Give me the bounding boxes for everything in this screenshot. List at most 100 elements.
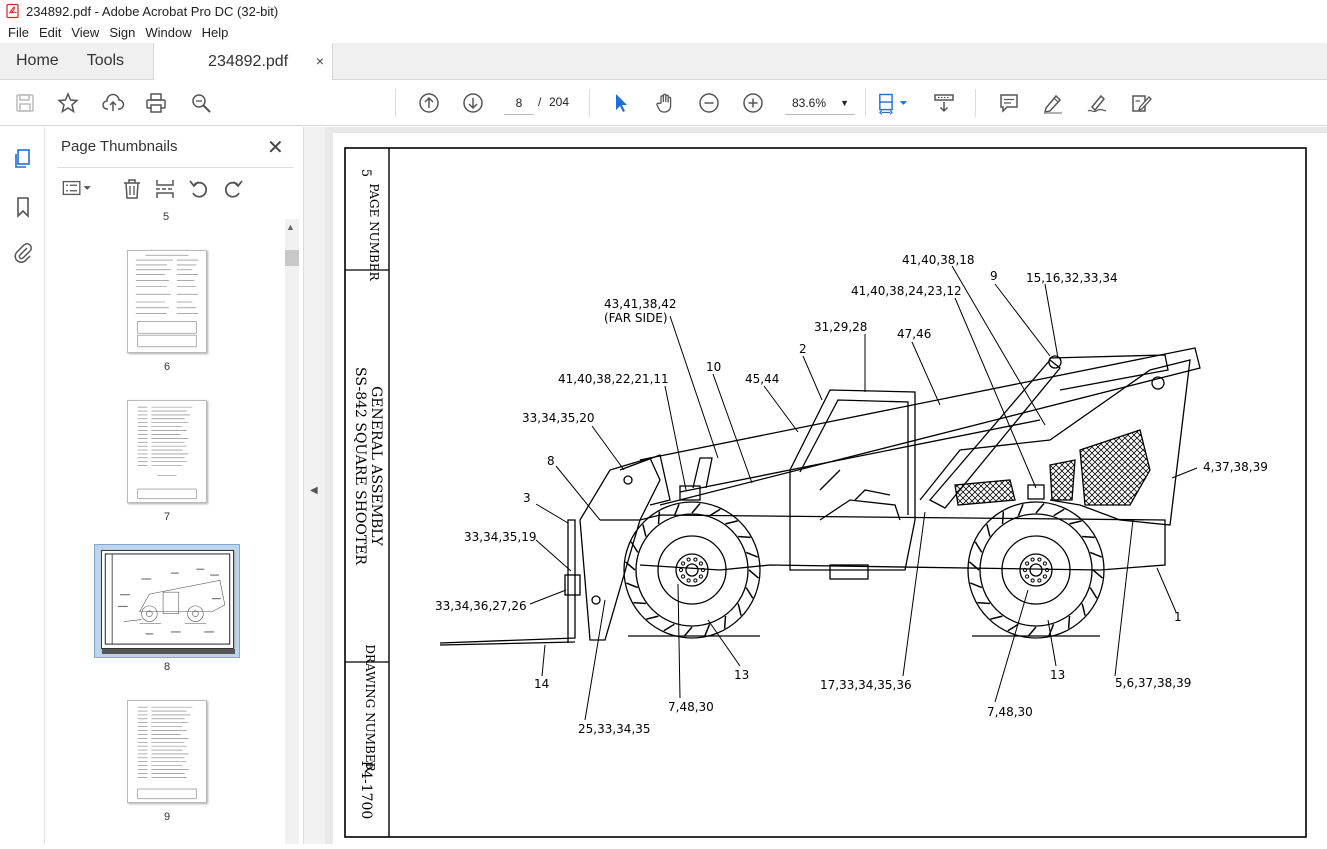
page-number-input[interactable]: 8 bbox=[504, 91, 534, 115]
page-thumbnails-panel: Page Thumbnails ✕ 5 bbox=[45, 127, 303, 844]
wheel-lug-nut bbox=[1022, 567, 1028, 573]
fit-page-icon[interactable] bbox=[876, 91, 912, 115]
tire-lug bbox=[704, 623, 711, 637]
callout-13-front: 13 bbox=[734, 668, 749, 682]
callout-4-37-38-39: 4,37,38,39 bbox=[1203, 460, 1268, 474]
find-zoom-icon[interactable] bbox=[189, 91, 213, 115]
tire-lug bbox=[1082, 535, 1095, 539]
thumbnail-scrollbar-thumb[interactable] bbox=[285, 250, 299, 266]
tire-lug bbox=[657, 511, 661, 524]
main-toolbar bbox=[0, 80, 1327, 126]
wheel-lug-nut bbox=[1025, 561, 1030, 566]
tire-lug bbox=[1017, 503, 1024, 517]
tire-lug bbox=[748, 569, 760, 579]
tire-lug bbox=[745, 587, 754, 599]
panel-splitter[interactable]: ◀ bbox=[303, 127, 325, 844]
tire-lug bbox=[1067, 616, 1071, 629]
menu-window[interactable]: Window bbox=[145, 25, 192, 40]
bookmark-star-icon[interactable] bbox=[56, 91, 80, 115]
bookmarks-icon[interactable] bbox=[11, 195, 35, 219]
thumbnail-scrollbar[interactable] bbox=[285, 219, 299, 844]
sign-pen-icon[interactable] bbox=[1085, 91, 1109, 115]
tire-lug bbox=[986, 524, 991, 537]
divider bbox=[57, 167, 293, 168]
thumbnail-options-icon[interactable] bbox=[61, 177, 97, 201]
select-cursor-icon[interactable] bbox=[609, 91, 633, 115]
menu-file[interactable]: File bbox=[8, 25, 29, 40]
zoom-out-icon[interactable] bbox=[697, 91, 721, 115]
collapse-panel-arrow-icon[interactable]: ◀ bbox=[310, 485, 318, 496]
close-panel-icon[interactable]: ✕ bbox=[267, 137, 284, 159]
delete-page-icon[interactable] bbox=[120, 177, 144, 201]
panel-title: Page Thumbnails bbox=[61, 138, 178, 155]
wheel-lug-nut bbox=[1044, 567, 1050, 573]
callout-33-34-35-20: 33,34,35,20 bbox=[522, 411, 595, 425]
tire-lug bbox=[968, 561, 980, 571]
zoom-in-icon[interactable] bbox=[741, 91, 765, 115]
menu-bar: File Edit View Sign Window Help bbox=[0, 22, 1327, 43]
tire-lug bbox=[646, 615, 659, 620]
tire-lug bbox=[974, 541, 983, 553]
previous-page-icon[interactable] bbox=[417, 91, 441, 115]
tire-treads bbox=[624, 502, 1104, 638]
page-number-label: PAGE NUMBER bbox=[367, 183, 381, 281]
callout-7-48-30-rear: 7,48,30 bbox=[987, 705, 1033, 719]
callout-17-33-34-35-36: 17,33,34,35,36 bbox=[820, 678, 912, 692]
tire-lug bbox=[1069, 520, 1082, 525]
leader-lines bbox=[529, 265, 1198, 721]
tire-lug bbox=[1092, 569, 1104, 579]
tab-document[interactable]: 234892.pdf × bbox=[153, 43, 334, 81]
thumbnail-page-8[interactable] bbox=[101, 550, 234, 649]
tire-lug bbox=[691, 502, 701, 514]
tab-home[interactable]: Home bbox=[16, 52, 59, 69]
wheel-lug-nut bbox=[1037, 557, 1042, 562]
callout-5-6-37-38-39: 5,6,37,38,39 bbox=[1115, 676, 1191, 690]
menu-edit[interactable]: Edit bbox=[38, 25, 62, 40]
thumbnail-page-6[interactable] bbox=[127, 250, 207, 353]
callout-1: 1 bbox=[1174, 610, 1182, 624]
tire-lug bbox=[630, 541, 639, 553]
menu-view[interactable]: View bbox=[71, 25, 100, 40]
edit-document-icon[interactable] bbox=[1129, 91, 1153, 115]
callout-8: 8 bbox=[547, 454, 555, 468]
callout-7-48-30-front: 7,48,30 bbox=[668, 700, 714, 714]
comment-icon[interactable] bbox=[997, 91, 1021, 115]
tire-lug bbox=[1001, 511, 1005, 524]
tab-document-label: 234892.pdf bbox=[208, 53, 289, 70]
upload-cloud-icon[interactable] bbox=[101, 91, 125, 115]
attachments-paperclip-icon[interactable] bbox=[11, 240, 35, 264]
rotate-counterclockwise-icon[interactable] bbox=[187, 177, 211, 201]
next-page-icon[interactable] bbox=[461, 91, 485, 115]
tire-lug bbox=[738, 535, 751, 539]
drawing-number-value: P4-1700 bbox=[358, 761, 374, 820]
callout-14: 14 bbox=[534, 677, 549, 691]
toolbar-separator bbox=[865, 89, 866, 117]
thumbnail-label-6: 6 bbox=[163, 361, 171, 373]
thumbnail-label-7: 7 bbox=[163, 511, 171, 523]
menu-help[interactable]: Help bbox=[201, 25, 229, 40]
extract-page-icon[interactable] bbox=[153, 177, 177, 201]
menu-sign[interactable]: Sign bbox=[109, 25, 136, 40]
wheel-lug-nut bbox=[686, 578, 691, 583]
rotate-clockwise-icon[interactable] bbox=[221, 177, 245, 201]
save-icon[interactable] bbox=[13, 91, 37, 115]
tire-lug bbox=[1048, 623, 1055, 637]
scroll-up-arrow-icon[interactable]: ▲ bbox=[286, 222, 295, 232]
wheel-lug-nut bbox=[681, 574, 686, 579]
navigation-rail bbox=[0, 127, 45, 844]
scroll-mode-icon[interactable] bbox=[932, 91, 956, 115]
thumbnail-page-9[interactable] bbox=[127, 700, 207, 803]
callout-13-rear: 13 bbox=[1050, 668, 1065, 682]
telehandler-illustration bbox=[439, 347, 1201, 646]
window-title: 234892.pdf - Adobe Acrobat Pro DC (32-bi… bbox=[26, 3, 279, 19]
tab-tools[interactable]: Tools bbox=[86, 52, 125, 69]
zoom-select[interactable]: 83.6% ▼ bbox=[785, 91, 855, 115]
tire-lug bbox=[625, 582, 639, 589]
thumbnail-page-7[interactable] bbox=[127, 400, 207, 503]
close-tab-icon[interactable]: × bbox=[315, 53, 325, 69]
hand-tool-icon[interactable] bbox=[653, 91, 677, 115]
pdf-page: 5 PAGE NUMBER GENERAL ASSEMBLY SS-842 SQ… bbox=[333, 133, 1327, 844]
highlight-pen-icon[interactable] bbox=[1041, 91, 1065, 115]
print-icon[interactable] bbox=[144, 91, 168, 115]
page-thumbnails-icon[interactable] bbox=[11, 147, 35, 171]
